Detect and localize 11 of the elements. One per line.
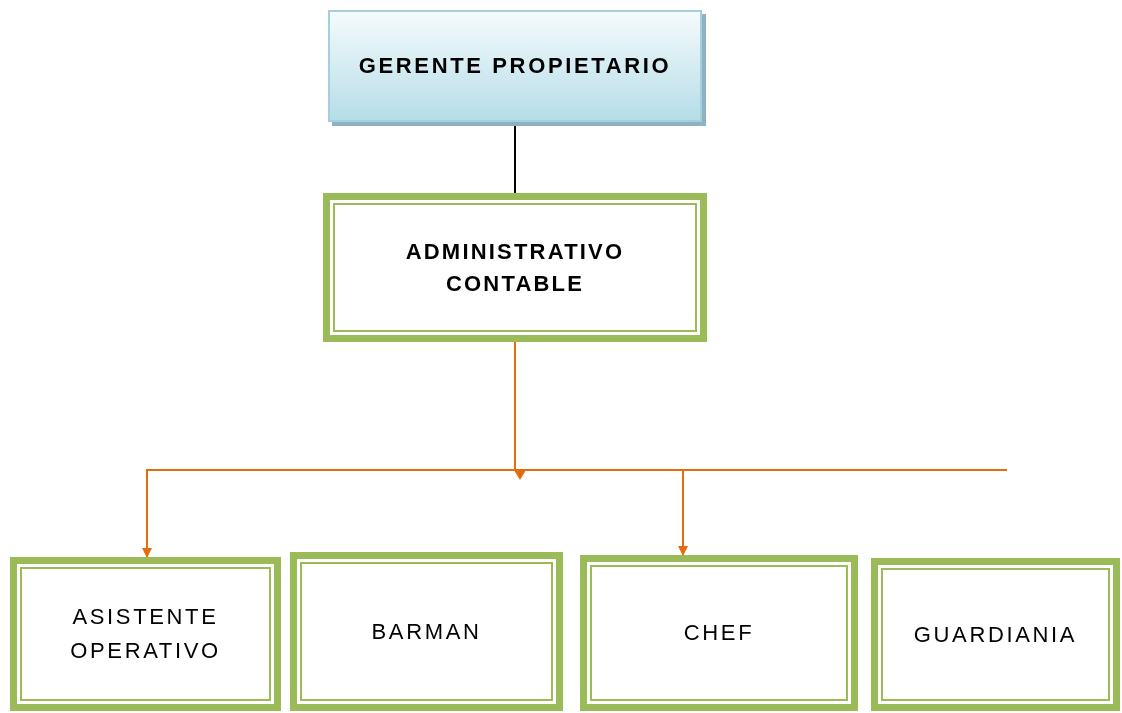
role-box [10,557,281,711]
role-label: CHEF [682,619,756,647]
role-label: ADMINISTRATIVO CONTABLE [404,237,626,298]
role-box [323,193,707,342]
role-box [290,552,563,711]
role-box [580,555,858,711]
role-label: ASISTENTE OPERATIVO [69,603,222,665]
role-box [871,558,1120,711]
role-label: BARMAN [370,617,483,646]
role-label: GERENTE PROPIETARIO [357,52,673,80]
role-label: GUARDIANIA [912,620,1079,649]
